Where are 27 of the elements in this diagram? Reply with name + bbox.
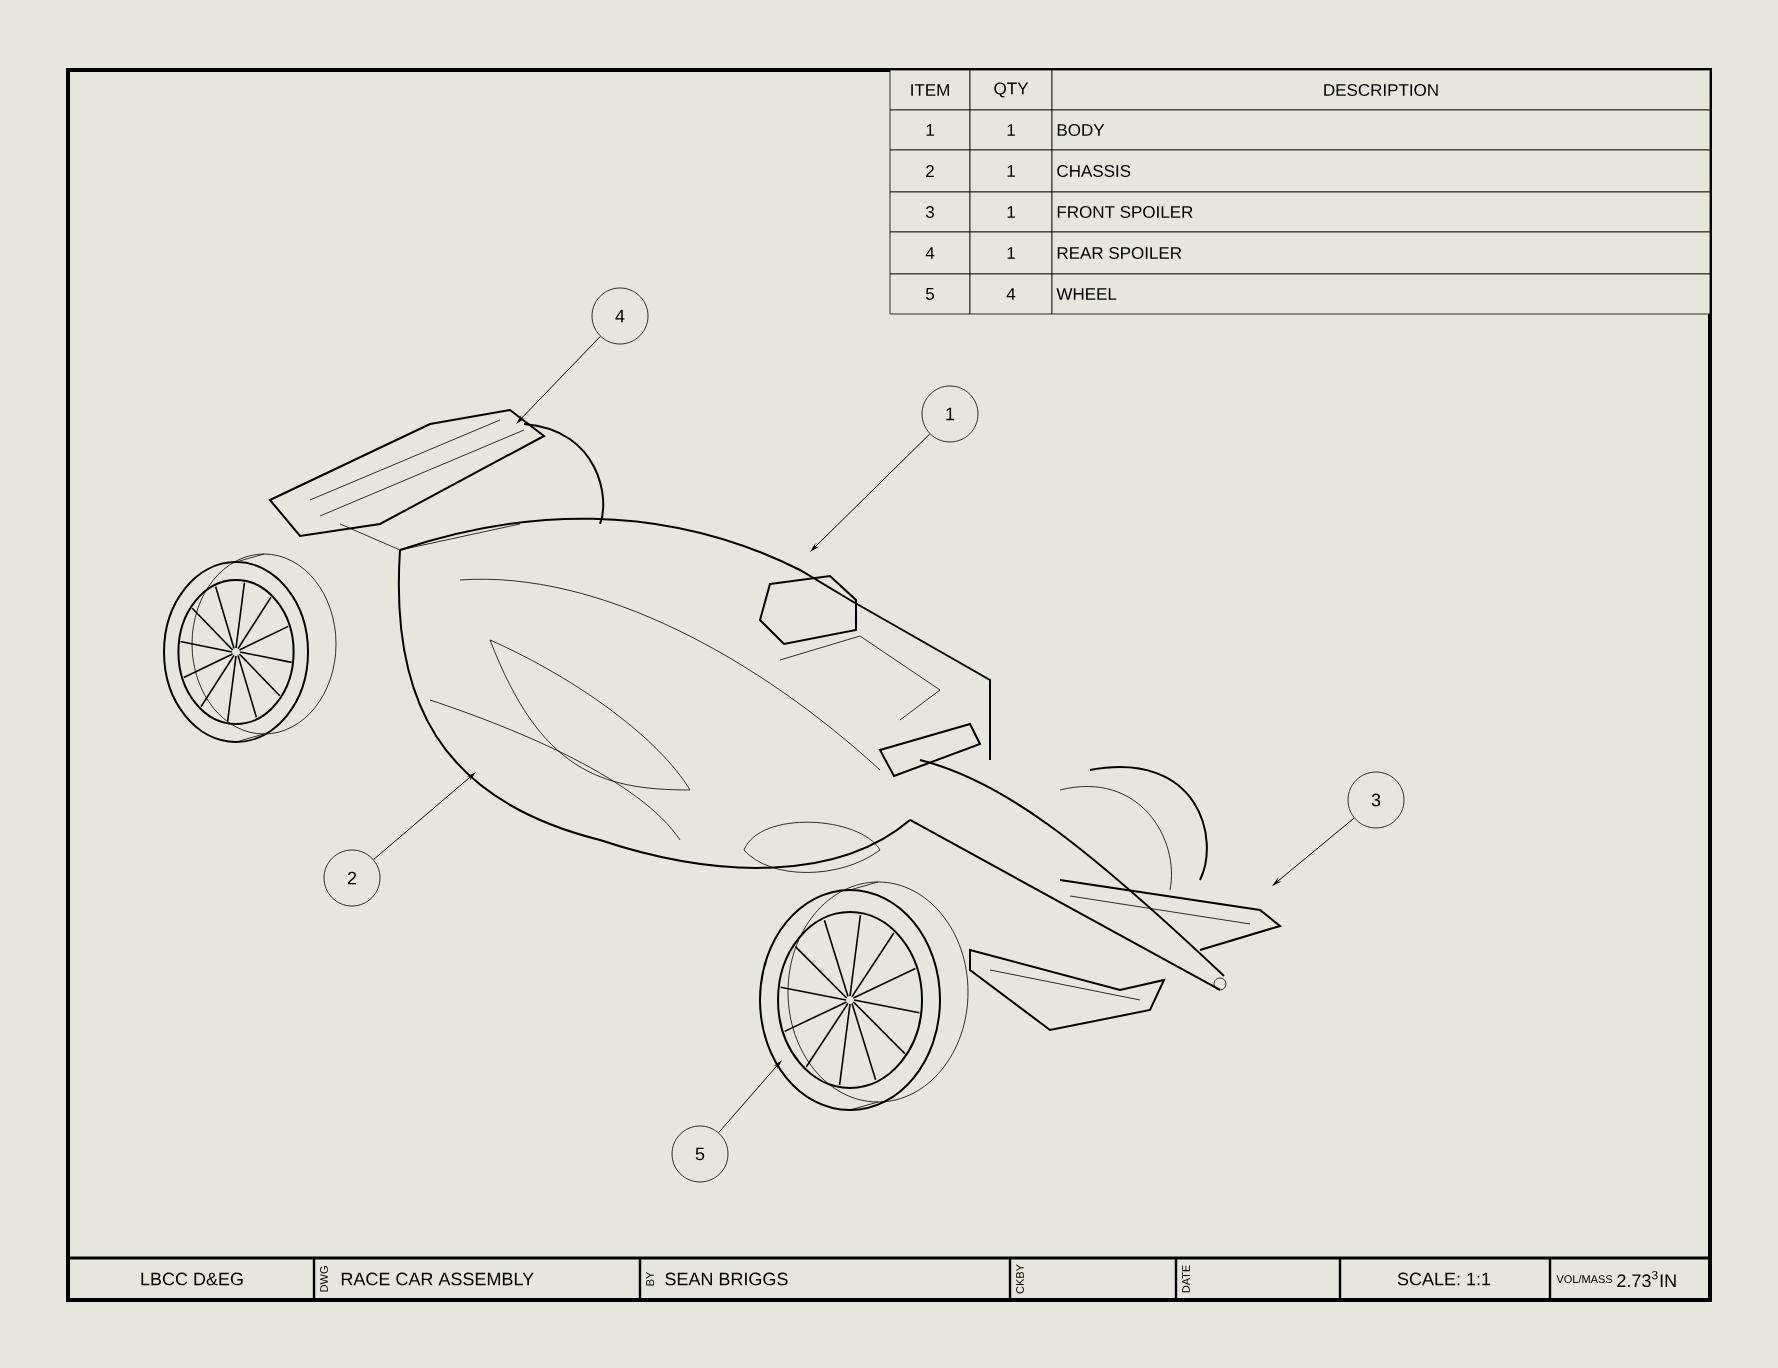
callout-balloon: 2: [323, 849, 381, 907]
table-cell: 4: [889, 231, 971, 275]
leader-line: [1273, 817, 1355, 886]
table-cell: QTY: [969, 69, 1053, 111]
callout-balloon: 4: [591, 287, 649, 345]
table-cell: 1: [969, 191, 1053, 233]
title-block-text: LBCC D&EG: [141, 1272, 243, 1286]
leader-line: [811, 433, 931, 552]
callout-balloon: 3: [1347, 771, 1405, 829]
table-cell: 1: [969, 109, 1053, 151]
leader-line: [516, 335, 601, 423]
leader-line: [373, 772, 475, 861]
title-block-text: 2.73$^{3}$IN: [1617, 1270, 1676, 1288]
title-block-text: RACE CAR ASSEMBLY: [341, 1272, 534, 1286]
table-cell: 1: [889, 109, 971, 151]
table-cell: 4: [969, 273, 1053, 315]
table-cell: 1: [969, 231, 1053, 275]
title-block-text: SEAN BRIGGS: [665, 1272, 788, 1286]
table-cell: 2: [889, 149, 971, 193]
callout-balloon: 1: [921, 385, 979, 443]
table-cell: 5: [889, 273, 971, 315]
callout-balloon: 5: [671, 1125, 729, 1183]
table-cell: 3: [889, 191, 971, 233]
leader-line: [718, 1061, 782, 1134]
title-block-text: SCALE: 1:1: [1397, 1272, 1491, 1286]
table-cell: ITEM: [889, 69, 971, 111]
table-cell: 1: [969, 149, 1053, 193]
